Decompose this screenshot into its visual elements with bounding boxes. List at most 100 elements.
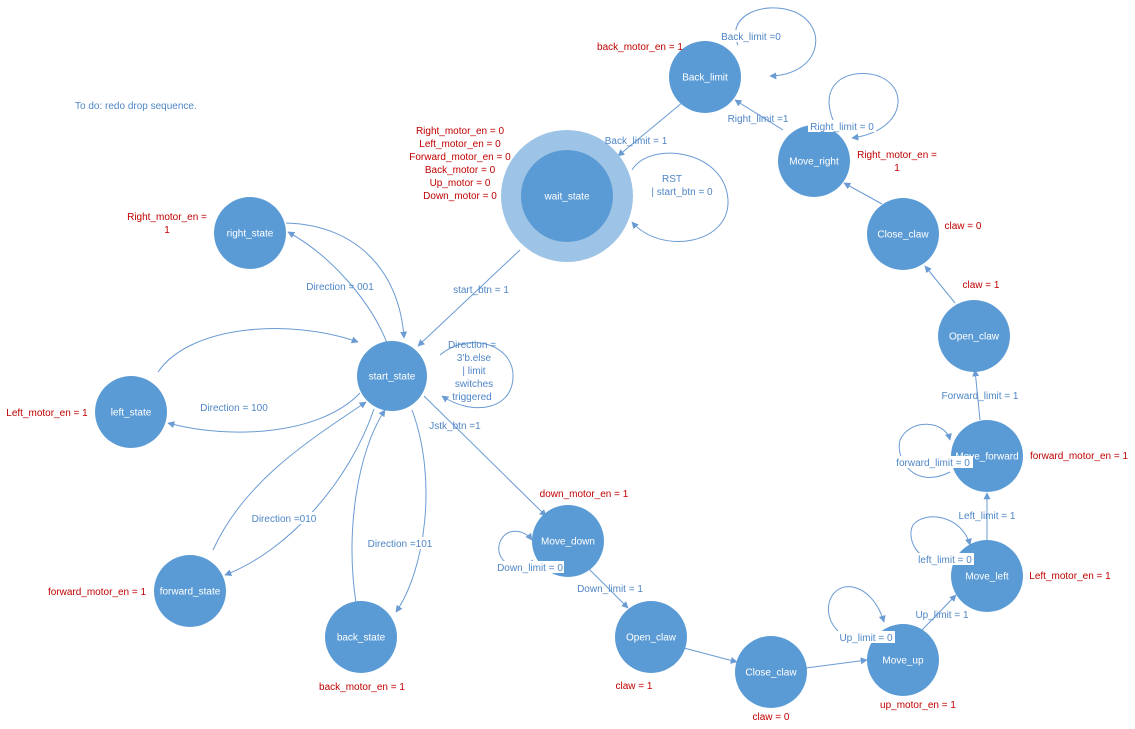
output-move-right-1: Right_motor_en =: [857, 150, 937, 161]
label-forward-limit-0: forward_limit = 0: [896, 458, 970, 469]
label-right-limit-0: Right_limit = 0: [810, 122, 874, 133]
state-move-right-label: Move_right: [789, 157, 839, 168]
output-back-limit: back_motor_en = 1: [597, 42, 683, 53]
edge-start-to-back: [395, 409, 427, 613]
edge-open-claw-to-close-claw: [683, 647, 738, 664]
label-else-3: | limit: [462, 366, 485, 377]
output-wait-5: Up_motor = 0: [430, 178, 491, 189]
label-back-limit-1: Back_limit = 1: [605, 136, 668, 147]
edge-back-limit-to-wait: [617, 101, 684, 157]
edge-left-to-start: [157, 328, 359, 373]
state-open-claw-1: Open_claw: [615, 601, 687, 673]
label-else-1: Direction =: [448, 340, 496, 351]
label-right-limit-1: Right_limit =1: [728, 114, 789, 125]
edge-move-down-to-open-claw: [587, 567, 629, 609]
edge-close-claw-to-move-up: [805, 657, 868, 669]
edge-wait-to-start: [417, 249, 521, 347]
state-close-claw-2: Close_claw: [867, 198, 939, 270]
output-move-right-2: 1: [894, 163, 900, 174]
label-start-btn: start_btn = 1: [453, 285, 509, 296]
output-back: back_motor_en = 1: [319, 682, 405, 693]
label-left-limit-1: Left_limit = 1: [959, 511, 1016, 522]
state-left: left_state: [95, 376, 167, 448]
edge-start-to-move-down: [423, 395, 547, 517]
state-open-claw-2: Open_claw: [938, 300, 1010, 372]
state-right-label: right_state: [227, 229, 274, 240]
output-close-claw-1: claw = 0: [753, 712, 790, 723]
state-back: back_state: [325, 601, 397, 673]
output-wait-4: Back_motor = 0: [425, 165, 496, 176]
edge-start-self: [439, 342, 514, 409]
state-move-down: Move_down: [532, 505, 604, 577]
state-back-limit: Back_limit: [669, 41, 741, 113]
edge-move-up-to-move-left: [921, 594, 957, 631]
output-wait-2: Left_motor_en = 0: [419, 139, 501, 150]
state-forward-label: forward_state: [160, 587, 221, 598]
state-open-claw-1-label: Open_claw: [626, 633, 677, 644]
edge-back-limit-self: [735, 7, 817, 80]
output-right-2: 1: [164, 225, 170, 236]
label-jstk: Jstk_btn =1: [429, 421, 481, 432]
edge-move-right-to-back-limit: [734, 99, 784, 131]
edge-move-down-self: [498, 530, 534, 567]
label-back-limit-0: Back_limit =0: [721, 32, 781, 43]
label-forward-limit-1: Forward_limit = 1: [942, 391, 1019, 402]
transition-labels: RST | start_btn = 0 start_btn = 1 Direct…: [200, 30, 1019, 644]
state-start-label: start_state: [369, 372, 416, 383]
output-open-claw-2: claw = 1: [963, 280, 1000, 291]
label-else-5: triggered: [452, 392, 491, 403]
output-move-forward: forward_motor_en = 1: [1030, 451, 1129, 462]
state-move-down-label: Move_down: [541, 537, 595, 548]
edge-wait-self: [631, 152, 729, 242]
state-open-claw-2-label: Open_claw: [949, 332, 1000, 343]
output-move-left: Left_motor_en = 1: [1029, 571, 1111, 582]
output-left: Left_motor_en = 1: [6, 408, 88, 419]
state-close-claw-1: Close_claw: [735, 636, 807, 708]
label-left-limit-0: left_limit = 0: [918, 555, 972, 566]
label-up-limit-0: Up_limit = 0: [839, 633, 893, 644]
nodes: wait_state start_state right_state left_…: [95, 41, 1023, 708]
output-labels: Right_motor_en = 0 Left_motor_en = 0 For…: [6, 42, 1128, 723]
state-close-claw-2-label: Close_claw: [877, 230, 929, 241]
output-move-down: down_motor_en = 1: [540, 489, 629, 500]
edge-back-to-start: [351, 409, 386, 604]
state-move-forward: Move_forward: [951, 420, 1023, 492]
state-move-right: Move_right: [778, 125, 850, 197]
state-move-left: Move_left: [951, 540, 1023, 612]
edge-move-right-self: [828, 73, 899, 141]
label-dir-101: Direction =101: [368, 539, 433, 550]
edges: [157, 7, 991, 669]
state-start: start_state: [357, 341, 427, 411]
edge-open-claw-to-close-claw-2: [924, 265, 956, 304]
output-forward: forward_motor_en = 1: [48, 587, 147, 598]
edge-forward-to-start: [212, 401, 367, 551]
edge-close-claw-to-move-right: [843, 182, 883, 205]
label-else-2: 3'b.else: [457, 353, 492, 364]
state-wait: wait_state: [501, 130, 633, 262]
edge-move-forward-to-open-claw: [972, 369, 981, 421]
state-wait-label: wait_state: [543, 192, 589, 203]
output-right-1: Right_motor_en =: [127, 212, 207, 223]
edge-start-to-forward: [224, 408, 375, 577]
output-wait-6: Down_motor = 0: [423, 191, 497, 202]
state-move-left-label: Move_left: [965, 572, 1009, 583]
label-down-limit-1: Down_limit = 1: [577, 584, 643, 595]
output-close-claw-2: claw = 0: [945, 221, 982, 232]
output-wait-1: Right_motor_en = 0: [416, 126, 505, 137]
label-else-4: switches: [455, 379, 493, 390]
state-right: right_state: [214, 197, 286, 269]
edge-right-to-start: [285, 222, 408, 339]
label-dir-001: Direction = 001: [306, 282, 374, 293]
state-move-forward-label: Move_forward: [955, 452, 1018, 463]
state-left-label: left_state: [111, 408, 152, 419]
label-rst: RST: [662, 174, 682, 185]
label-dir-100: Direction = 100: [200, 403, 268, 414]
state-forward: forward_state: [154, 555, 226, 627]
label-dir-010: Direction =010: [252, 514, 317, 525]
label-up-limit-1: Up_limit = 1: [915, 610, 969, 621]
label-rst-start-btn: | start_btn = 0: [651, 187, 713, 198]
state-back-limit-label: Back_limit: [682, 73, 728, 84]
edge-start-to-left: [167, 392, 361, 433]
state-close-claw-1-label: Close_claw: [745, 668, 797, 679]
